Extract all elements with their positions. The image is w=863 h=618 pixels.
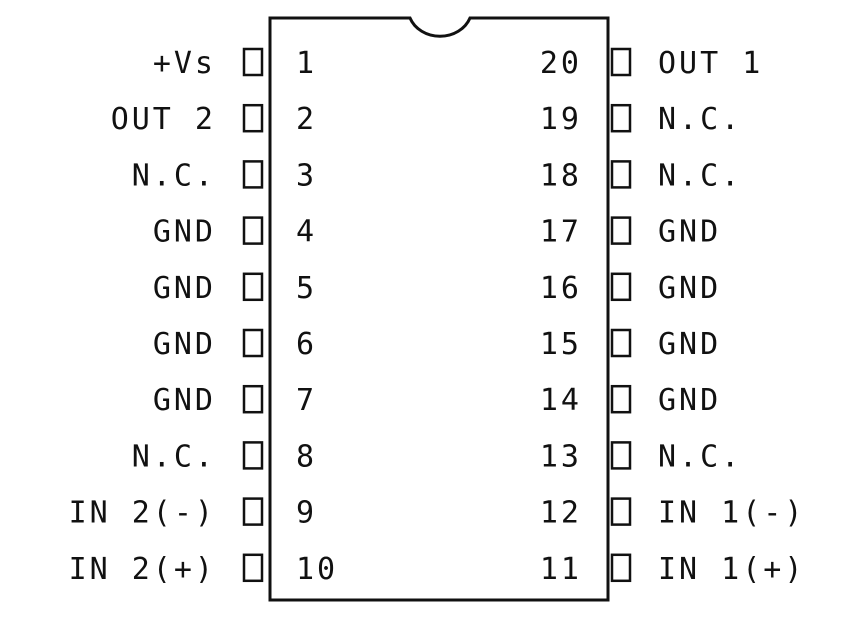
pin-box <box>610 441 632 470</box>
pin-box <box>610 47 632 77</box>
pin-label: N.C. <box>658 158 742 193</box>
pin-box <box>610 103 632 133</box>
pin-box <box>242 553 264 583</box>
pin-18: 18 N.C. <box>540 158 742 193</box>
pin-number: 8 <box>296 439 317 474</box>
pin-label: IN 1(-) <box>658 496 805 531</box>
pin-3: N.C. 3 <box>132 158 317 193</box>
pin-box <box>242 160 264 189</box>
pin-label: GND <box>153 271 216 306</box>
pin-box <box>610 497 632 526</box>
pin-label: N.C. <box>132 158 216 193</box>
pin-11: 11 IN 1(+) <box>540 552 805 587</box>
pin-4: GND 4 <box>153 215 317 250</box>
pin-label: GND <box>658 215 721 250</box>
pin-label: OUT 1 <box>658 46 763 81</box>
pin-label: GND <box>153 327 216 362</box>
pin-number: 14 <box>540 383 582 418</box>
pin-box <box>610 216 632 245</box>
pin-number: 10 <box>296 552 338 587</box>
pin-number: 9 <box>296 496 317 531</box>
ic-package-body <box>268 16 610 602</box>
pin-box <box>242 328 264 358</box>
pin-number: 3 <box>296 158 317 193</box>
pin-label: GND <box>153 383 216 418</box>
pin-label: GND <box>153 215 216 250</box>
pin-13: 13 N.C. <box>540 439 742 474</box>
pin-label: IN 2(-) <box>69 496 216 531</box>
pin-label: N.C. <box>658 102 742 137</box>
pin-16: 16 GND <box>540 271 721 306</box>
pin-label: N.C. <box>132 439 216 474</box>
pin-number: 5 <box>296 271 317 306</box>
pin-box <box>610 160 632 189</box>
pin-box <box>242 497 264 526</box>
pin-label: GND <box>658 327 721 362</box>
pin-number: 12 <box>540 496 582 531</box>
pin-9: IN 2(-) 9 <box>69 496 317 531</box>
pin-label: N.C. <box>658 439 742 474</box>
pin-6: GND 6 <box>153 327 317 362</box>
pin-label: GND <box>658 271 721 306</box>
pin-label: IN 1(+) <box>658 552 805 587</box>
pin-1: +Vs 1 <box>153 46 317 81</box>
pin-number: 13 <box>540 439 582 474</box>
pin-box <box>242 47 264 77</box>
pin-17: 17 GND <box>540 215 721 250</box>
pin-box <box>242 103 264 133</box>
pin-number: 18 <box>540 158 582 193</box>
pin-12: 12 IN 1(-) <box>540 496 805 531</box>
pin-label: GND <box>658 383 721 418</box>
pin-box <box>610 272 632 302</box>
pin-number: 1 <box>296 46 317 81</box>
pin-box <box>610 328 632 358</box>
pin-number: 7 <box>296 383 317 418</box>
pin-box <box>242 441 264 470</box>
pin-number: 6 <box>296 327 317 362</box>
pin-number: 15 <box>540 327 582 362</box>
pin-14: 14 GND <box>540 383 721 418</box>
pin-2: OUT 2 2 <box>111 102 317 137</box>
pin-number: 16 <box>540 271 582 306</box>
pin-box <box>242 216 264 245</box>
pin-box <box>242 272 264 302</box>
pin-box <box>242 384 264 414</box>
pin-box <box>610 553 632 583</box>
pin-7: GND 7 <box>153 383 317 418</box>
pin-number: 11 <box>540 552 582 587</box>
pin-19: 19 N.C. <box>540 102 742 137</box>
pin-number: 2 <box>296 102 317 137</box>
pin-5: GND 5 <box>153 271 317 306</box>
pin-label: OUT 2 <box>111 102 216 137</box>
pin-box <box>610 384 632 414</box>
pin-10: IN 2(+) 10 <box>69 552 338 587</box>
pin-number: 20 <box>540 46 582 81</box>
pin-15: 15 GND <box>540 327 721 362</box>
pin-number: 19 <box>540 102 582 137</box>
pin-number: 17 <box>540 215 582 250</box>
pin-label: +Vs <box>153 46 216 81</box>
pin-20: 20 OUT 1 <box>540 46 763 81</box>
pin-number: 4 <box>296 215 317 250</box>
pin-label: IN 2(+) <box>69 552 216 587</box>
pin-8: N.C. 8 <box>132 439 317 474</box>
